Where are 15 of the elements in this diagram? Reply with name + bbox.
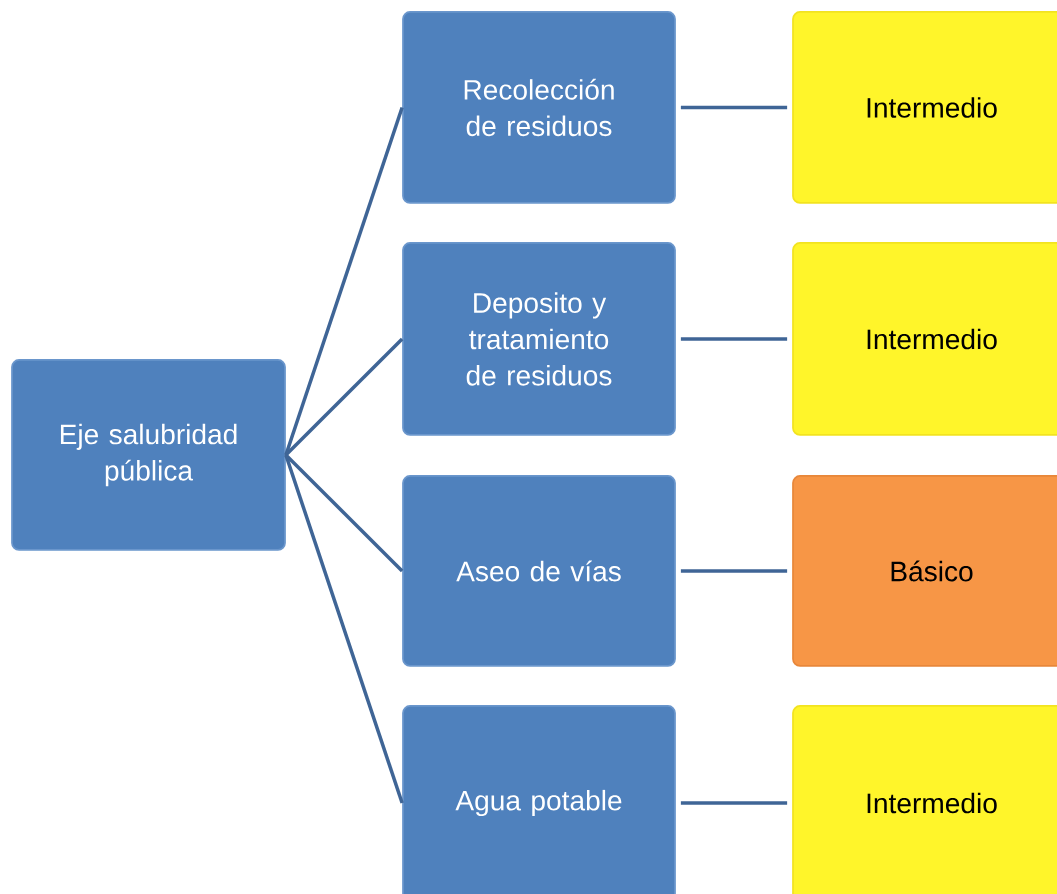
topic-box: Eje salubridad pública (11, 359, 286, 551)
connector-line (284, 454, 404, 804)
level-box: Intermedio (792, 242, 1057, 436)
connector-line (680, 337, 788, 341)
connector-line (680, 105, 788, 110)
topic-box: Agua potable (402, 705, 676, 894)
topic-box: Deposito y tratamiento de residuos (402, 242, 676, 436)
topic-box: Recolección de residuos (402, 11, 676, 204)
connector-line (284, 106, 404, 456)
topic-box: Aseo de vías (402, 475, 676, 667)
connector-line (680, 801, 788, 805)
level-box: Básico (792, 475, 1057, 667)
level-box: Intermedio (792, 705, 1057, 894)
connector-line (680, 569, 788, 573)
level-box: Intermedio (792, 11, 1057, 204)
